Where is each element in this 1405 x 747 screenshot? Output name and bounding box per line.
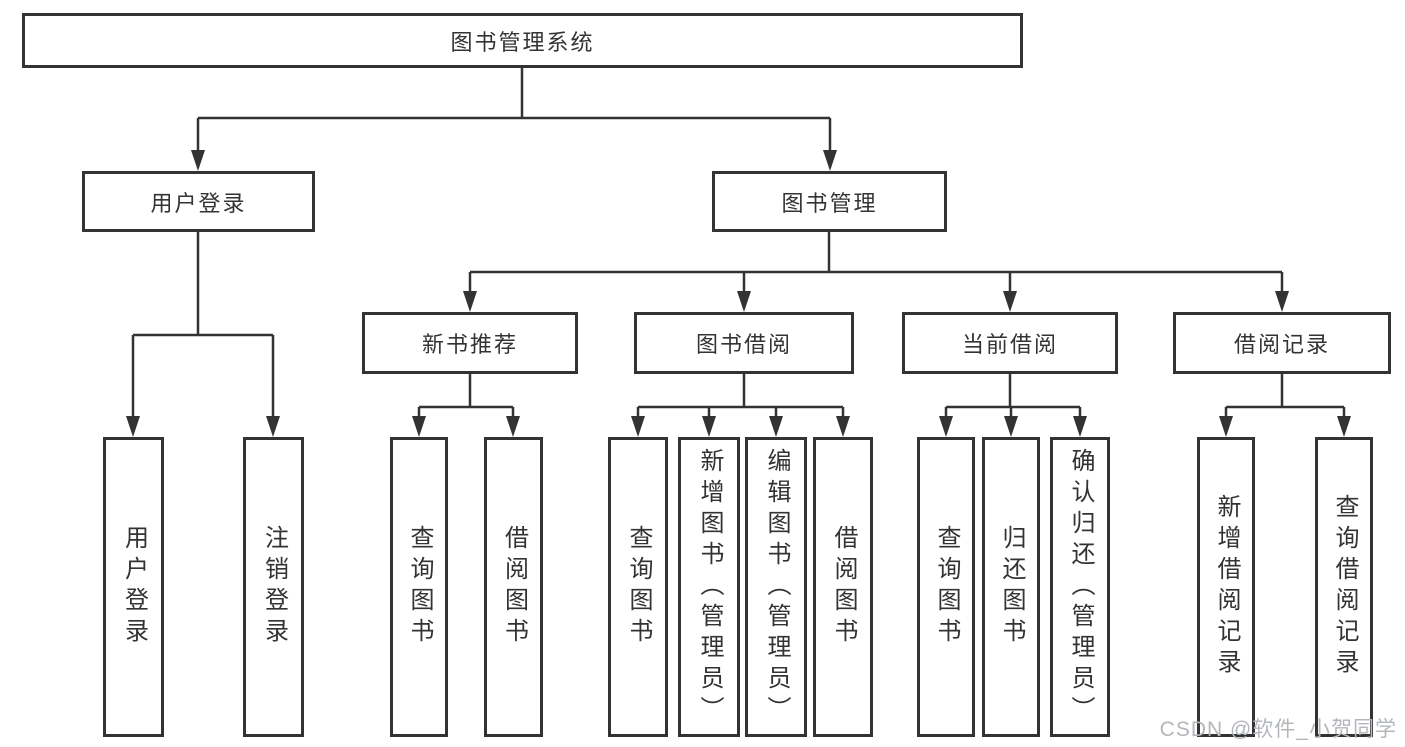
leaf-query-books-recommend: 查询图书 — [390, 437, 448, 737]
edge-new-book-rec-to-leaves — [417, 374, 515, 419]
node-branch-user-login: 用户登录 — [82, 171, 315, 232]
edge-borrow-record-to-leaves — [1224, 374, 1346, 419]
leaf-borrow-books: 借阅图书 — [813, 437, 873, 737]
edge-root-to-branches — [196, 68, 832, 153]
node-branch-book-management: 图书管理 — [712, 171, 947, 232]
leaf-add-borrow-record: 新增借阅记录 — [1197, 437, 1255, 737]
leaf-query-books-borrow: 查询图书 — [608, 437, 668, 737]
node-module-current-borrow: 当前借阅 — [902, 312, 1118, 374]
edge-user-login-to-leaves — [131, 232, 275, 419]
leaf-edit-books-admin: 编辑图书（管理员） — [745, 437, 807, 737]
edge-current-borrow-to-leaves — [944, 374, 1082, 419]
leaf-user-login: 用户登录 — [103, 437, 164, 737]
leaf-logout: 注销登录 — [243, 437, 304, 737]
leaf-borrow-books-recommend: 借阅图书 — [484, 437, 543, 737]
watermark: CSDN @软件_小贺同学 — [1159, 718, 1397, 741]
leaf-confirm-return-admin: 确认归还（管理员） — [1050, 437, 1110, 737]
edge-book-borrow-to-leaves — [636, 374, 845, 419]
leaf-add-books-admin: 新增图书（管理员） — [678, 437, 740, 737]
leaf-query-borrow-record: 查询借阅记录 — [1315, 437, 1373, 737]
node-module-borrow-record: 借阅记录 — [1173, 312, 1391, 374]
node-root-system: 图书管理系统 — [22, 13, 1023, 68]
node-module-new-book-recommend: 新书推荐 — [362, 312, 578, 374]
leaf-return-books: 归还图书 — [982, 437, 1040, 737]
edge-book-mgmt-to-modules — [468, 232, 1284, 294]
node-module-book-borrow: 图书借阅 — [634, 312, 854, 374]
leaf-query-books-current: 查询图书 — [917, 437, 975, 737]
